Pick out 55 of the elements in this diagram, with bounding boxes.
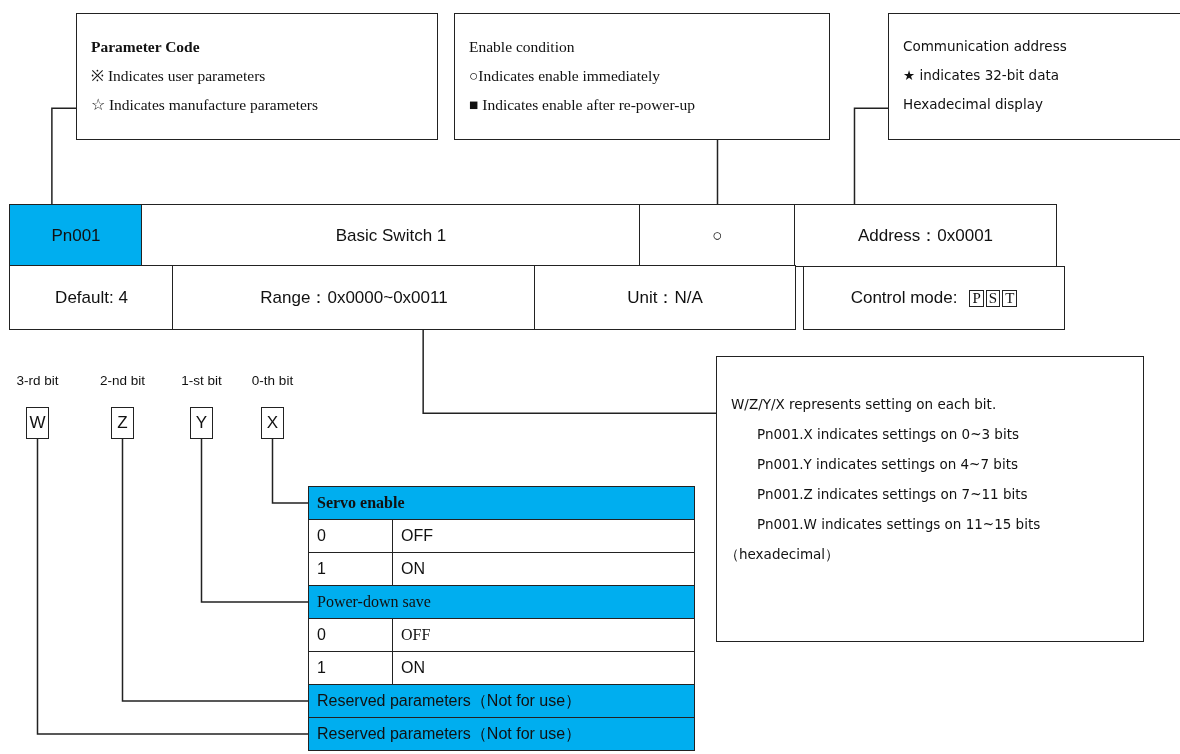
mode-letter: P [969,289,984,307]
leader-line [121,438,309,702]
legend-text: ☆ Indicates manufacture parameters [91,95,318,115]
note-text: Pn001.Z indicates settings on 7~11 bits [757,484,1028,504]
bit-letter: W [26,407,49,439]
legend-box [76,13,438,140]
legend-box [454,13,830,140]
table-cell [803,266,1065,330]
mode-label: Control mode: [850,288,958,308]
box-heading: Enable condition [469,37,575,57]
bit-label: 2-nd bit [100,373,145,388]
leader-line [853,107,889,205]
table-cell: Address：0x0001 [794,204,1057,267]
note-box [716,356,1144,642]
table-cell: Unit：N/A [534,265,796,330]
mode-letter: T [1002,289,1018,307]
table-cell: ○ [639,204,796,267]
legend-text: ○Indicates enable immediately [469,66,660,86]
note-text: W/Z/Y/X represents setting on each bit. [731,394,997,414]
mode-letter: S [985,289,1001,307]
table-cell: ON [392,552,695,586]
bit-letter: Z [111,407,134,439]
table-header: Power-down save [308,585,695,619]
leader-line [51,107,77,205]
bit-letter: Y [190,407,213,439]
bit-label: 1-st bit [181,373,222,388]
leader-line [422,329,717,414]
bit-label: 3-rd bit [16,373,59,388]
table-cell: Default: 4 [9,265,174,330]
legend-text: ★ indicates 32-bit data [903,66,1059,85]
box-heading: Parameter Code [91,37,200,57]
table-cell: Range：0x0000~0x0011 [172,265,536,330]
bit-label: 0-th bit [251,373,294,388]
table-cell: OFF [392,519,695,553]
table-cell: ON [392,651,695,685]
note-text: Pn001.Y indicates settings on 4~7 bits [757,454,1018,474]
legend-text: Hexadecimal display [903,95,1043,114]
table-header: Reserved parameters（Not for use） [308,684,695,718]
legend-text: ■ Indicates enable after re-power-up [469,95,695,115]
table-header: Servo enable [308,486,695,520]
leader-line [271,438,309,504]
parameter-code-cell: Pn001 [9,204,143,267]
note-text: Pn001.X indicates settings on 0~3 bits [757,424,1019,444]
leader-line [200,438,309,603]
note-text: （hexadecimal） [725,544,840,564]
legend-box [888,13,1180,140]
bit-letter: X [261,407,284,439]
note-text: Pn001.W indicates settings on 11~15 bits [757,514,1041,534]
leader-line [36,438,309,735]
box-heading: Communication address [903,37,1067,56]
table-header: Reserved parameters（Not for use） [308,717,695,751]
legend-text: ※ Indicates user parameters [91,66,266,86]
leader-line [716,139,719,205]
table-cell: OFF [392,618,695,652]
table-cell: Basic Switch 1 [141,204,641,267]
